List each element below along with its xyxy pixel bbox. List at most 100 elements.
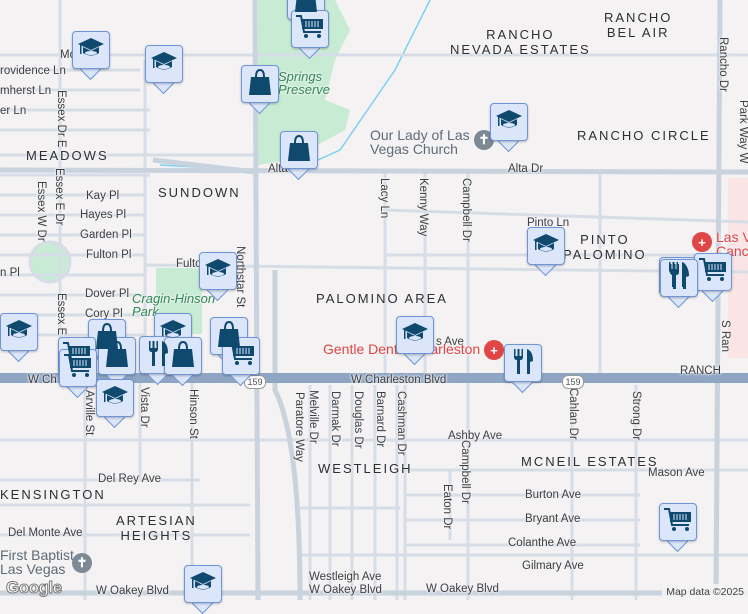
street-label: Barnard Dr	[374, 391, 386, 447]
shopping-bag-icon	[248, 68, 272, 101]
school-marker[interactable]	[72, 31, 110, 79]
street-label: W Ch	[28, 375, 57, 387]
shopping-cart-icon	[63, 353, 93, 384]
street-label: Burton Ave	[525, 490, 581, 502]
street-label: Kenny Way	[417, 178, 429, 236]
street-label: W Oakey Blvd	[426, 584, 499, 596]
street-label: Mason Ave	[648, 468, 705, 480]
school-marker[interactable]	[199, 252, 237, 300]
cart-marker[interactable]	[694, 253, 732, 301]
school-marker[interactable]	[145, 45, 183, 93]
cart-marker[interactable]	[291, 10, 329, 58]
cross-icon[interactable]: ✝	[72, 553, 92, 573]
street-label: Essex Dr E	[55, 90, 67, 148]
street-label: Dover Pl	[85, 289, 129, 301]
school-marker[interactable]	[527, 227, 565, 275]
street-label: Cashman Dr	[395, 391, 407, 456]
cart-marker[interactable]	[659, 503, 697, 551]
restaurant-marker[interactable]	[504, 344, 542, 392]
street-label: Rancho Dr	[717, 37, 729, 92]
street-label: Park Way W	[737, 100, 748, 163]
bag-marker[interactable]	[241, 65, 279, 113]
neighborhood-label: KENSINGTON	[0, 487, 106, 502]
school-icon	[101, 384, 129, 413]
cart-marker[interactable]	[222, 337, 260, 385]
marker-box	[527, 227, 565, 265]
street-label: Paratore Way	[293, 392, 305, 462]
street-label: Essex E Dr	[53, 168, 65, 226]
street-label: Garden Pl	[80, 230, 132, 242]
school-marker[interactable]	[396, 316, 434, 364]
shopping-cart-icon	[226, 341, 256, 372]
street-label: Gilmary Ave	[522, 561, 584, 573]
street-label: Douglas Dr	[352, 391, 364, 449]
street-label: n Pl	[0, 268, 20, 280]
marker-box	[72, 31, 110, 69]
bag-marker[interactable]	[280, 131, 318, 179]
street-label: Darmak Dr	[329, 391, 341, 447]
street-label: mherst Ln	[0, 86, 51, 98]
school-icon	[77, 36, 105, 65]
school-marker[interactable]	[490, 103, 528, 151]
shopping-cart-icon	[698, 257, 728, 288]
street-label: Bryant Ave	[525, 514, 580, 526]
marker-box	[199, 252, 237, 290]
street-label: rovidence Ln	[0, 66, 66, 78]
marker-box	[96, 379, 134, 417]
street-label: Vista Dr	[138, 387, 150, 428]
marker-box	[490, 103, 528, 141]
school-marker[interactable]	[0, 313, 38, 361]
neighborhood-label: MEADOWS	[26, 148, 109, 163]
street-label: Kay Pl	[86, 191, 119, 203]
marker-box	[222, 337, 260, 375]
street-label: RANCH	[680, 366, 721, 378]
street-label: er Ln	[0, 106, 26, 118]
street-label: Strong Dr	[630, 391, 642, 440]
street-label: Alta Dr	[508, 164, 543, 176]
street-label: Fulto	[176, 259, 202, 271]
restaurant-icon	[511, 347, 535, 380]
map-attribution[interactable]: Map data ©2025	[662, 584, 748, 600]
marker-box	[280, 131, 318, 169]
street-label: Campbell Dr	[460, 178, 472, 242]
street-label: Westleigh Ave	[309, 572, 381, 584]
street-label: Del Rey Ave	[98, 474, 161, 486]
school-icon	[5, 318, 33, 347]
street-label: Hinson St	[187, 389, 199, 439]
marker-box	[291, 10, 329, 48]
street-label: Hayes Pl	[80, 210, 126, 222]
marker-box	[241, 65, 279, 103]
street-label: Essex W Dr	[35, 181, 47, 242]
restaurant-icon	[667, 262, 691, 295]
marker-box	[659, 503, 697, 541]
street-label: Colanthe Ave	[508, 538, 576, 550]
cart-marker[interactable]	[59, 349, 97, 397]
street-label: Campbell Dr	[459, 440, 471, 504]
school-icon	[495, 108, 523, 137]
shopping-bag-icon	[287, 134, 311, 167]
route-shield: 159	[562, 375, 584, 389]
school-marker[interactable]	[184, 565, 222, 613]
street-label: Del Monte Ave	[8, 528, 83, 540]
street-label: W Charleston Blvd	[351, 375, 446, 387]
school-icon	[150, 50, 178, 79]
street-label: Fulton Pl	[86, 250, 131, 262]
marker-box	[694, 253, 732, 291]
street-label: W Oakey Blvd	[96, 586, 169, 598]
shopping-cart-icon	[663, 507, 693, 538]
hospital-icon[interactable]: +	[692, 232, 712, 252]
marker-box	[0, 313, 38, 351]
hospital-icon[interactable]: +	[484, 340, 504, 360]
school-marker[interactable]	[96, 379, 134, 427]
neighborhood-label: WESTLEIGH	[318, 461, 413, 476]
school-icon	[204, 257, 232, 286]
marker-box	[59, 349, 97, 387]
school-icon	[532, 232, 560, 261]
